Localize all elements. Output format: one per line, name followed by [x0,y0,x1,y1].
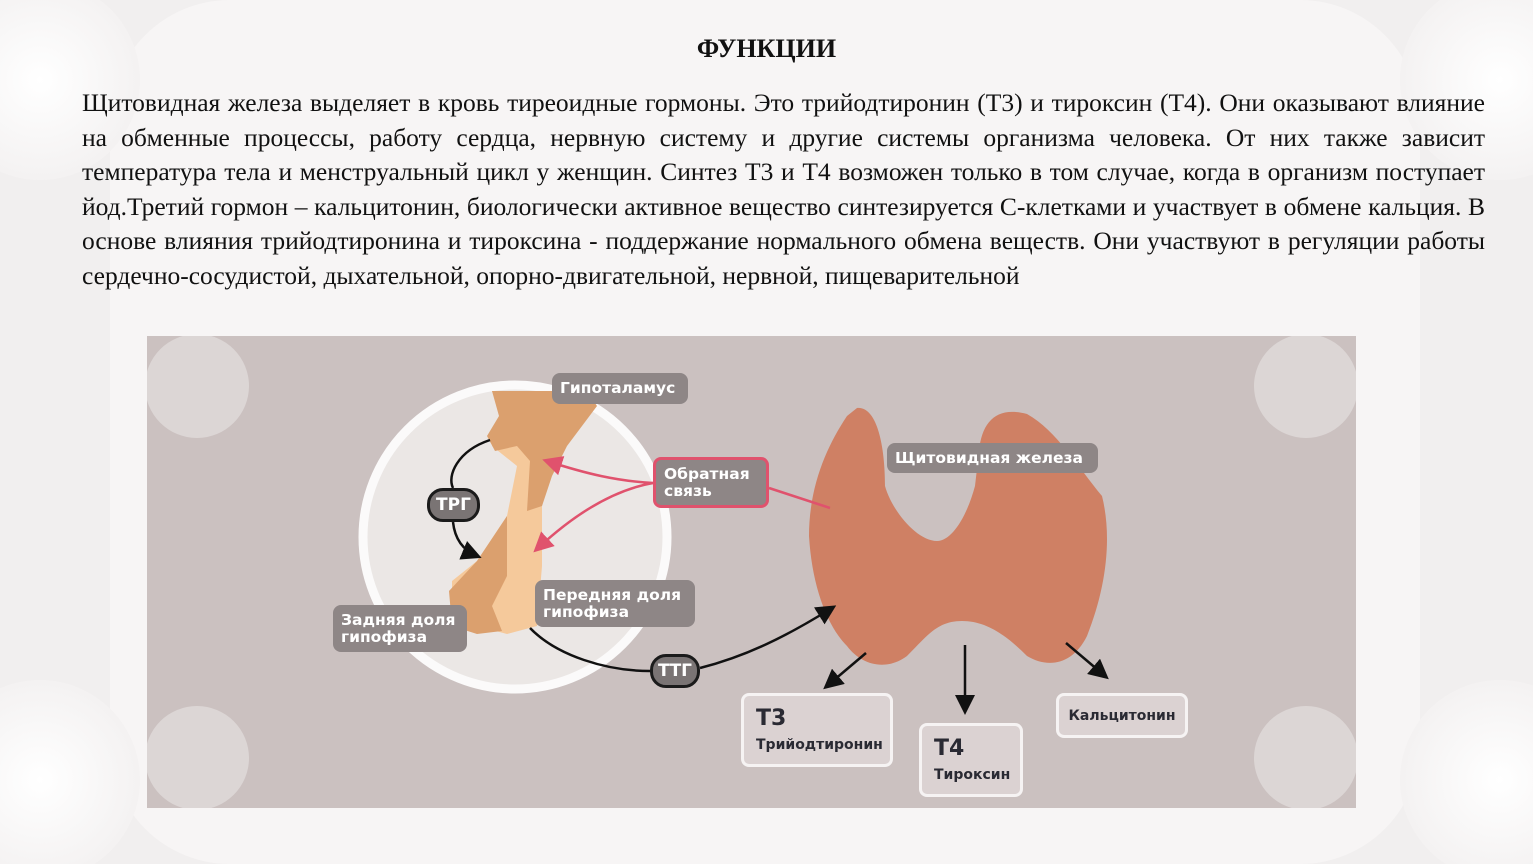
thyroid-regulation-diagram: Гипоталамус ТРГ Обратная связь Щитовидна… [147,336,1356,808]
corner-circle [147,706,249,808]
ttg-arrow [699,605,837,670]
trg-arrow [450,438,491,489]
label-trg: ТРГ [427,488,480,522]
calcitonin-name: Кальцитонин [1068,707,1176,724]
hypothalamus-shape [487,391,597,511]
hormone-box-t3: Т3 Трийодтиронин [741,693,893,767]
label-anterior-pituitary: Передняя доля гипофиза [535,580,695,627]
label-posterior-pituitary: Задняя доля гипофиза [333,605,467,652]
slide-title: ФУНКЦИИ [696,34,837,63]
corner-circle [1254,336,1356,438]
ttg-arrow [529,627,651,673]
corner-circle [147,336,249,438]
t3-name: Трийодтиронин [756,737,883,753]
slide-paragraph: Щитовидная железа выделяет в кровь тирео… [82,88,1485,290]
t3-code: Т3 [756,706,787,731]
posterior-lobe-shape [449,516,507,634]
hormone-box-t4: Т4 Тироксин [919,723,1023,797]
hormone-box-calcitonin: Кальцитонин [1056,693,1188,738]
label-thyroid: Щитовидная железа [887,443,1098,473]
calcitonin-arrow [1065,642,1109,680]
t4-code: Т4 [934,736,965,761]
trg-arrow [451,521,482,560]
label-feedback: Обратная связь [653,457,769,508]
feedback-line [768,486,831,510]
corner-circle [1254,706,1356,808]
t4-name: Тироксин [934,767,1011,783]
t3-arrow [823,652,867,690]
feedback-arrow [542,456,654,485]
label-ttg: ТТГ [650,654,700,688]
label-hypothalamus: Гипоталамус [552,373,688,404]
feedback-arrow [533,481,654,553]
